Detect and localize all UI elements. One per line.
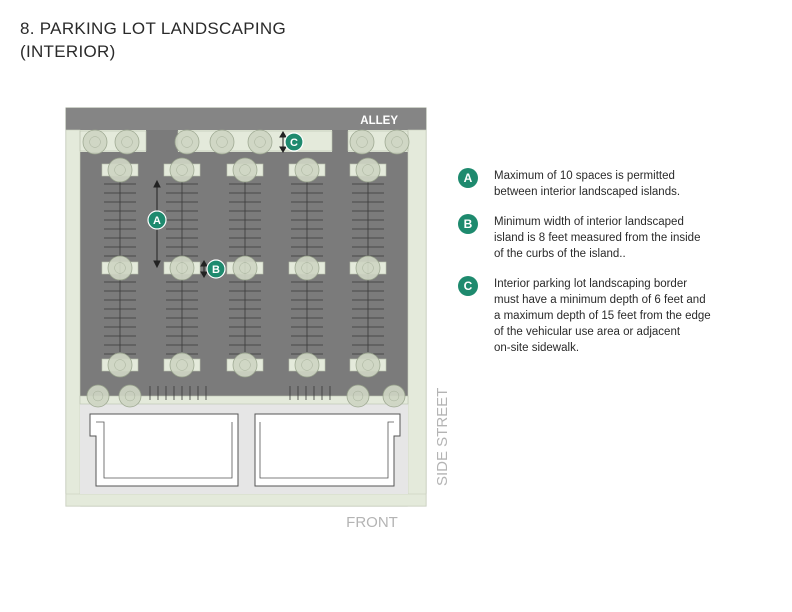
title-line-1: 8. PARKING LOT LANDSCAPING	[20, 19, 287, 38]
tree-canopy-ring	[301, 359, 313, 371]
tree-canopy-ring	[391, 136, 403, 148]
tree-canopy-ring	[356, 136, 368, 148]
alley-strip	[66, 108, 426, 130]
tree-canopy-ring	[121, 136, 133, 148]
marker-c-badge: C	[284, 132, 304, 152]
left-border-landscape	[65, 129, 81, 507]
tree	[355, 255, 381, 281]
tree-canopy-ring	[362, 359, 374, 371]
tree-canopy-ring	[114, 262, 126, 274]
dimension-c	[279, 131, 287, 153]
tree	[232, 352, 258, 378]
legend-badge-a: A	[458, 168, 478, 188]
alley-driveway	[332, 130, 348, 152]
alley-island-outline	[79, 130, 147, 152]
tree	[346, 384, 370, 408]
tree	[82, 129, 108, 155]
tree	[107, 352, 133, 378]
legend-text-c: Interior parking lot landscaping border …	[494, 278, 711, 354]
tree-canopy-ring	[124, 390, 136, 402]
legend-badge-b: B	[458, 214, 478, 234]
tree-canopy-ring	[181, 136, 193, 148]
marker-b-label: B	[212, 264, 220, 276]
tree-canopy-ring	[89, 136, 101, 148]
tree-canopy-ring	[176, 262, 188, 274]
tree-canopy-ring	[352, 390, 364, 402]
alley-driveway	[146, 130, 178, 152]
tree-canopy-ring	[114, 359, 126, 371]
legend-badge-c: C	[458, 276, 478, 296]
tree	[247, 129, 273, 155]
tree-canopy-ring	[362, 262, 374, 274]
tree	[169, 255, 195, 281]
tree	[232, 157, 258, 183]
sidewalk-landscape-strip	[79, 395, 409, 405]
tree-canopy-ring	[92, 390, 104, 402]
page-title: 8. PARKING LOT LANDSCAPING (INTERIOR)	[20, 17, 286, 63]
tree-canopy-ring	[254, 136, 266, 148]
tree	[107, 255, 133, 281]
tree-canopy-ring	[301, 262, 313, 274]
tree	[294, 157, 320, 183]
tree	[349, 129, 375, 155]
marker-a-label: A	[153, 215, 161, 227]
tree	[294, 255, 320, 281]
dimension-b	[200, 260, 208, 278]
right-border-landscape	[407, 129, 427, 507]
building-left	[89, 413, 239, 487]
tree-canopy-ring	[114, 164, 126, 176]
tree-canopy-ring	[176, 164, 188, 176]
tree	[232, 255, 258, 281]
tree	[114, 129, 140, 155]
tree	[355, 352, 381, 378]
marker-c-label: C	[290, 137, 298, 149]
tree	[294, 352, 320, 378]
legend-text-b: Minimum width of interior landscaped isl…	[494, 216, 701, 260]
tree-canopy-ring	[301, 164, 313, 176]
tree	[118, 384, 142, 408]
tree	[209, 129, 235, 155]
tree-canopy-ring	[239, 262, 251, 274]
tree	[86, 384, 110, 408]
tree-canopy-ring	[176, 359, 188, 371]
side-street-label: SIDE STREET	[434, 388, 451, 486]
tree-canopy-ring	[239, 164, 251, 176]
tree-canopy-ring	[388, 390, 400, 402]
tree	[107, 157, 133, 183]
alley-label: ALLEY	[360, 115, 398, 127]
title-line-2: (INTERIOR)	[20, 42, 116, 61]
tree	[355, 157, 381, 183]
front-landscape	[65, 493, 427, 507]
tree-canopy-ring	[216, 136, 228, 148]
tree	[174, 129, 200, 155]
front-label: FRONT	[346, 514, 398, 531]
marker-b-badge: B	[206, 259, 226, 279]
tree-canopy-ring	[362, 164, 374, 176]
tree	[382, 384, 406, 408]
trees	[82, 129, 410, 408]
tree	[169, 352, 195, 378]
building-right	[254, 413, 401, 487]
tree	[169, 157, 195, 183]
legend-text-a: Maximum of 10 spaces is permitted betwee…	[494, 170, 681, 198]
tree-canopy-ring	[239, 359, 251, 371]
tree	[384, 129, 410, 155]
marker-a-badge: A	[147, 210, 167, 230]
